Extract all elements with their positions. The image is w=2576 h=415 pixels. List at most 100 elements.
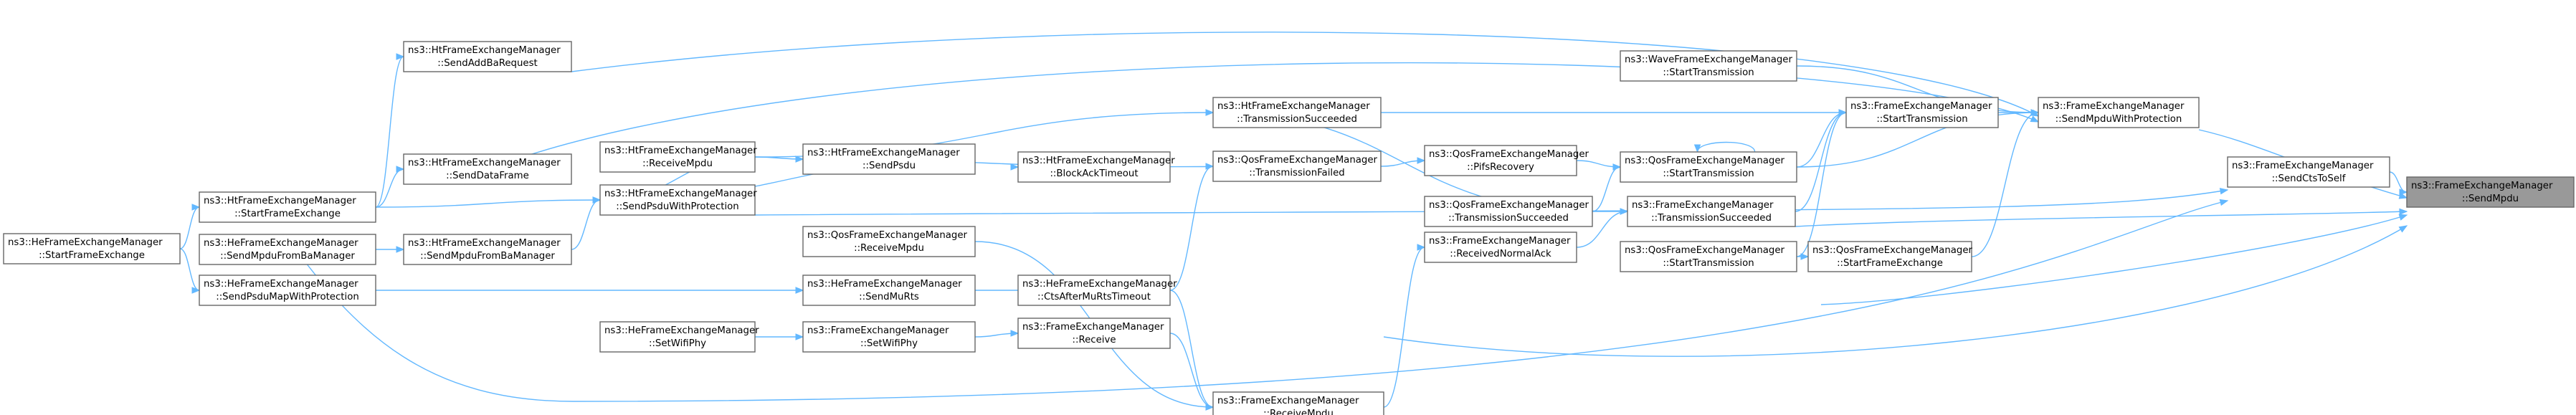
- edge-line: [1592, 166, 1621, 212]
- node-method-label: ::TransmissionSucceeded: [1237, 114, 1357, 125]
- edge-line: [1796, 112, 1847, 168]
- node-method-label: ::SendMpdu: [2462, 194, 2519, 204]
- edge-arrowhead: [795, 333, 804, 340]
- graph-node[interactable]: ns3::FrameExchangeManager::StartTransmis…: [1845, 97, 1999, 128]
- node-class-label: ns3::FrameExchangeManager: [1217, 396, 1359, 406]
- graph-node[interactable]: ns3::QosFrameExchangeManager::Transmissi…: [1212, 151, 1382, 182]
- graph-node[interactable]: ns3::QosFrameExchangeManager::StartFrame…: [1807, 241, 1973, 272]
- edge-arrowhead: [1417, 244, 1426, 251]
- edge-n26-n25: [1380, 157, 1426, 167]
- graph-node[interactable]: ns3::QosFrameExchangeManager::StartTrans…: [1620, 151, 1797, 183]
- graph-node[interactable]: ns3::HeFrameExchangeManager::StartFrameE…: [3, 233, 181, 264]
- graph-node[interactable]: ns3::QosFrameExchangeManager::ReceiveMpd…: [802, 226, 976, 257]
- node-method-label: ::SetWifiPhy: [860, 338, 918, 349]
- edge-n0-n1: [2389, 171, 2408, 196]
- graph-node[interactable]: ns3::WaveFrameExchangeManager::StartTran…: [1620, 50, 1797, 82]
- edge-n1-n8: [754, 188, 2229, 216]
- node-box: [199, 234, 376, 265]
- node-class-label: ns3::HeFrameExchangeManager: [1022, 279, 1177, 290]
- node-box: [1845, 97, 1999, 128]
- graph-node[interactable]: ns3::HeFrameExchangeManager::CtsAfterMuR…: [1017, 275, 1177, 306]
- graph-node[interactable]: ns3::FrameExchangeManager::SetWifiPhy: [802, 321, 976, 353]
- edge-n9-n11: [375, 53, 405, 208]
- edge-arrowhead: [1612, 163, 1622, 171]
- graph-node[interactable]: ns3::QosFrameExchangeManager::Transmissi…: [1424, 196, 1593, 227]
- node-box: [2038, 97, 2200, 128]
- graph-node[interactable]: ns3::HtFrameExchangeManager::SendPsdu: [802, 143, 976, 175]
- graph-node[interactable]: ns3::HtFrameExchangeManager::SendMpduFro…: [403, 234, 572, 265]
- edge-line: [2389, 171, 2408, 193]
- edge-arrowhead: [2399, 208, 2408, 216]
- graph-node[interactable]: ns3::HeFrameExchangeManager::SendMpduFro…: [199, 234, 376, 265]
- node-class-label: ns3::QosFrameExchangeManager: [1625, 156, 1785, 166]
- node-method-label: ::SendCtsToSelf: [2272, 173, 2346, 184]
- graph-node[interactable]: ns3::HtFrameExchangeManager::SendPsduWit…: [599, 184, 757, 216]
- graph-node[interactable]: ns3::FrameExchangeManager::SendCtsToSelf: [2227, 156, 2390, 188]
- graph-node[interactable]: ns3::HeFrameExchangeManager::SetWifiPhy: [599, 321, 759, 353]
- node-box: [802, 226, 976, 257]
- node-box: [2227, 156, 2390, 188]
- node-method-label: ::StartTransmission: [1876, 114, 1967, 125]
- edge-arrowhead: [1800, 253, 1810, 260]
- graph-node[interactable]: ns3::FrameExchangeManager::SendMpduWithP…: [2038, 97, 2200, 128]
- edge-n28-n7: [376, 287, 804, 294]
- graph-node[interactable]: ns3::HtFrameExchangeManager::SendAddBaRe…: [403, 41, 572, 72]
- graph-node[interactable]: ns3::QosFrameExchangeManager::PifsRecove…: [1424, 145, 1589, 176]
- node-method-label: ::SetWifiPhy: [649, 338, 706, 349]
- graph-node[interactable]: ns3::FrameExchangeManager::Receive: [1017, 318, 1171, 349]
- node-box: [1807, 241, 1972, 272]
- edge-n1-n11: [286, 199, 2229, 402]
- edge-arrowhead: [1838, 109, 1848, 116]
- edge-n16-n6: [1383, 244, 1426, 408]
- node-class-label: ns3::FrameExchangeManager: [1022, 322, 1164, 333]
- node-class-label: ns3::HtFrameExchangeManager: [408, 158, 561, 168]
- node-class-label: ns3::FrameExchangeManager: [2043, 101, 2185, 112]
- edge-arrowhead: [1205, 109, 1215, 116]
- node-class-label: ns3::HeFrameExchangeManager: [204, 238, 358, 249]
- edge-n0-n5: [1795, 208, 2408, 227]
- graph-node[interactable]: ns3::FrameExchangeManager::ReceiveMpdu: [1212, 391, 1384, 415]
- edge-arrowhead: [396, 53, 405, 60]
- node-method-label: ::TransmissionSucceeded: [1448, 213, 1569, 224]
- edge-n12-n11: [375, 166, 405, 208]
- graph-node[interactable]: ns3::HtFrameExchangeManager::BlockAckTim…: [1017, 151, 1175, 183]
- edge-line: [1795, 112, 1847, 212]
- node-box: [802, 275, 976, 306]
- edge-n25-n29: [1169, 163, 1215, 291]
- edge-arrowhead: [2219, 188, 2229, 195]
- edge-n30-n31: [755, 333, 804, 340]
- edge-n3-n5: [1795, 109, 1848, 212]
- edge-arrowhead: [2398, 192, 2408, 199]
- graph-node[interactable]: ns3::HeFrameExchangeManager::SendPsduMap…: [199, 275, 376, 306]
- node-class-label: ns3::QosFrameExchangeManager: [807, 230, 968, 241]
- focus-node: ns3::FrameExchangeManager::SendMpdu: [2406, 176, 2575, 208]
- node-box: [1627, 196, 1796, 227]
- node-class-label: ns3::FrameExchangeManager: [807, 325, 949, 336]
- node-box: [1017, 151, 1171, 183]
- node-method-label: ::StartTransmission: [1663, 67, 1754, 78]
- node-method-label: ::ReceiveMpdu: [854, 243, 924, 254]
- graph-node[interactable]: ns3::HtFrameExchangeManager::StartFrameE…: [199, 191, 376, 223]
- node-box: [403, 153, 572, 185]
- graph-node[interactable]: ns3::HtFrameExchangeManager::SendDataFra…: [403, 153, 572, 185]
- graph-node[interactable]: ns3::HeFrameExchangeManager::SendMuRts: [802, 275, 976, 306]
- graph-node[interactable]: ns3::FrameExchangeManager::ReceivedNorma…: [1424, 232, 1577, 263]
- node-method-label: ::BlockAckTimeout: [1050, 168, 1138, 179]
- node-class-label: ns3::HeFrameExchangeManager: [204, 279, 358, 290]
- edge-arrowhead: [191, 287, 201, 294]
- graph-node[interactable]: ns3::QosFrameExchangeManager::StartTrans…: [1620, 241, 1797, 272]
- graph-node[interactable]: ns3::HtFrameExchangeManager::ReceiveMpdu: [599, 141, 757, 173]
- graph-node[interactable]: ns3::HtFrameExchangeManager::Transmissio…: [1212, 97, 1382, 128]
- node-box: [1424, 145, 1577, 176]
- node-class-label: ns3::HtFrameExchangeManager: [204, 196, 356, 206]
- node-method-label: ::SendMuRts: [859, 292, 919, 302]
- node-class-label: ns3::HtFrameExchangeManager: [807, 148, 960, 158]
- node-class-label: ns3::HeFrameExchangeManager: [807, 279, 962, 290]
- graph-node[interactable]: ns3::FrameExchangeManager::TransmissionS…: [1627, 196, 1796, 227]
- node-box: [599, 321, 756, 353]
- edge-n2-n4: [1971, 109, 2040, 257]
- node-method-label: ::SendMpduWithProtection: [2055, 114, 2182, 125]
- edge-line: [179, 248, 200, 291]
- node-box: [2406, 176, 2575, 208]
